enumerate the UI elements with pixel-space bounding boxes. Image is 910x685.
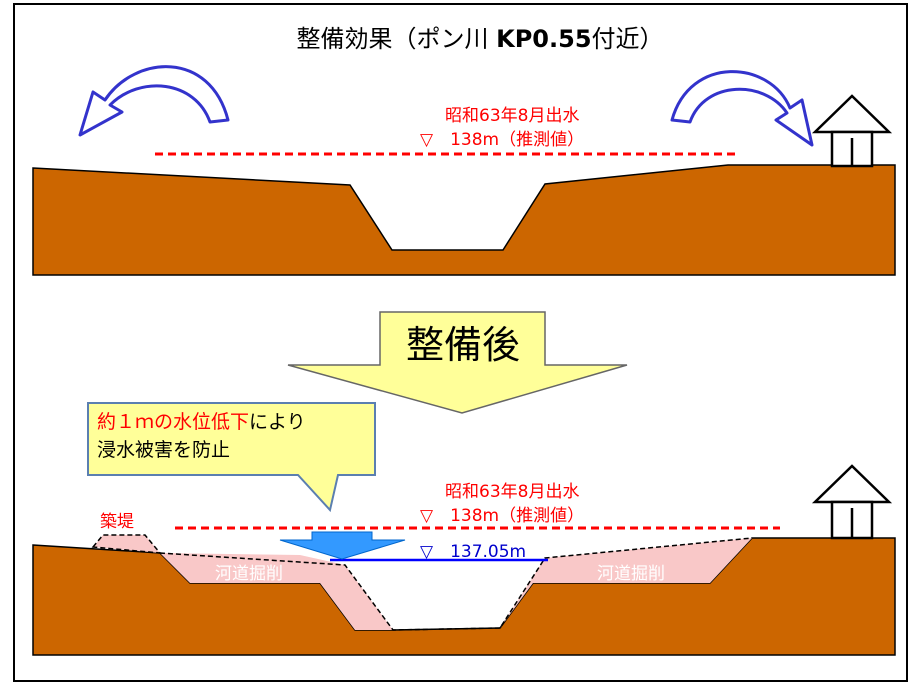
diagram-title: 整備効果（ポン川 KP0.55付近） xyxy=(296,25,663,53)
callout-line2: 浸水被害を防止 xyxy=(97,439,230,461)
flood-name-before: 昭和63年8月出水 xyxy=(445,106,579,126)
flood-level-before: ▽ 138m（推測値） xyxy=(420,130,584,150)
levee-label: 築堤 xyxy=(100,512,134,532)
after-label: 整備後 xyxy=(406,323,520,367)
excavation-right-area xyxy=(500,538,752,628)
ground-before xyxy=(32,164,896,276)
transition-arrow: 整備後 xyxy=(287,311,628,414)
curved-overflow-arrow-icon xyxy=(78,65,230,137)
flood-name-after: 昭和63年8月出水 xyxy=(445,482,579,502)
house-icon xyxy=(811,94,893,168)
curved-overflow-arrow-icon xyxy=(670,70,814,147)
callout-box: 約１ｍの水位低下により 浸水被害を防止 xyxy=(87,402,376,513)
levee-area xyxy=(91,534,162,554)
excavation-label-right: 河道掘削 xyxy=(597,564,665,584)
new-water-level: ▽ 137.05m xyxy=(420,542,526,562)
down-arrow-icon xyxy=(279,531,406,560)
house-icon xyxy=(811,464,893,540)
excavation-left-area xyxy=(160,553,393,630)
flood-level-after: ▽ 138m（推測値） xyxy=(420,506,584,526)
excavation-label-left: 河道掘削 xyxy=(215,564,283,584)
original-ground-line xyxy=(159,537,753,631)
callout-line1: 約１ｍの水位低下により xyxy=(97,411,306,433)
